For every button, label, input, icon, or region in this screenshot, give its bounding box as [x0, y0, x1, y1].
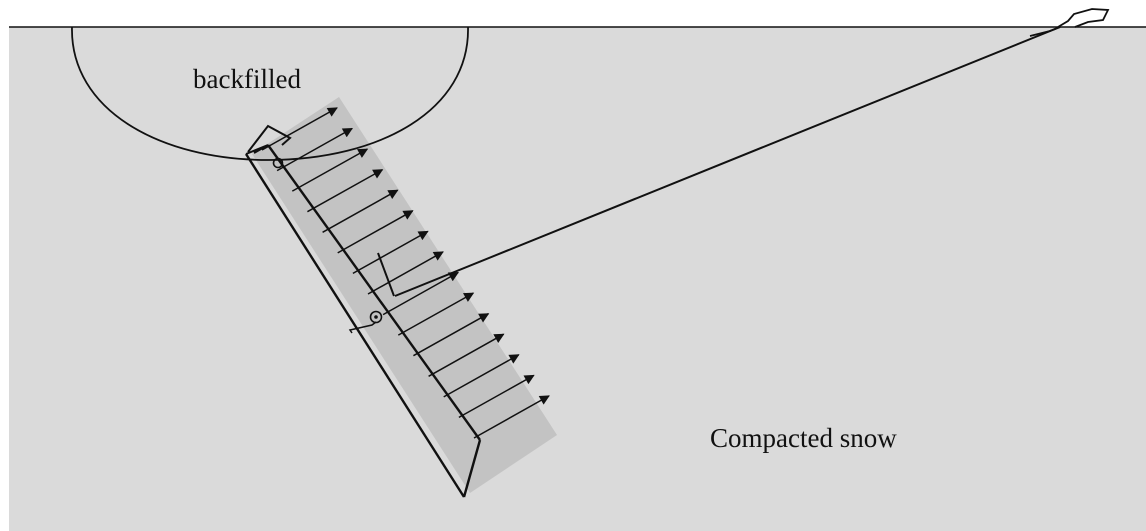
pressure-arrow	[352, 230, 429, 275]
pressure-arrow	[276, 127, 353, 172]
plate-hole-top	[272, 157, 284, 169]
pressure-arrow	[322, 189, 399, 233]
backfilled-zone-outline	[71, 26, 469, 161]
pressure-arrow	[307, 169, 384, 213]
pressure-arrow	[291, 148, 369, 192]
anchor-plate	[244, 124, 482, 498]
pressure-arrow	[261, 107, 338, 151]
compacted-snow-label: Compacted snow	[710, 423, 897, 453]
backfilled-label: backfilled	[193, 64, 301, 94]
surface-anchor	[1029, 8, 1110, 37]
compacted-snow-region	[9, 27, 1146, 531]
pressure-arrow	[473, 395, 550, 439]
pressure-band	[252, 97, 557, 493]
pressure-arrow	[367, 251, 444, 295]
pressure-arrow	[413, 313, 490, 357]
pressure-arrow	[458, 374, 535, 419]
pressure-arrow	[382, 271, 459, 316]
pressure-arrow	[443, 354, 520, 398]
pressure-arrows	[261, 107, 550, 439]
tether-cable	[377, 26, 1061, 297]
pressure-arrow	[397, 292, 475, 336]
pressure-arrow	[337, 210, 414, 254]
pressure-arrow	[428, 333, 505, 377]
